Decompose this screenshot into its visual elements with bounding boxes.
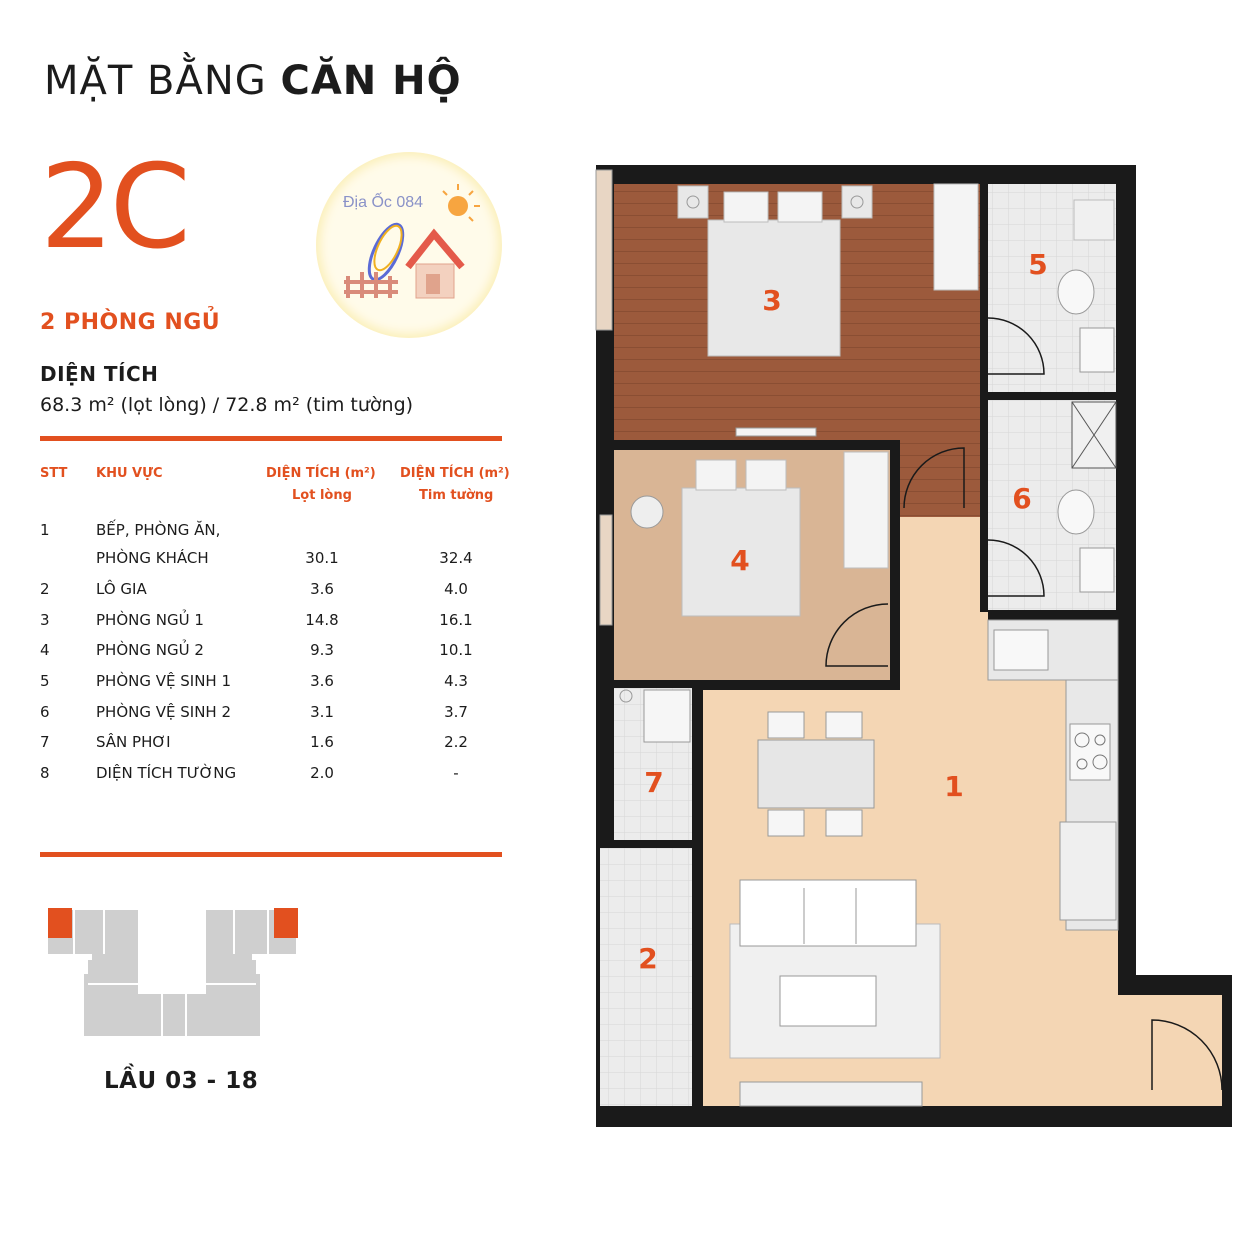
row-stt: 7 xyxy=(40,733,50,751)
row-wall: 16.1 xyxy=(439,611,473,629)
row-name: PHÒNG NGỦ 2 xyxy=(96,641,204,659)
room-label-5: 5 xyxy=(1028,248,1047,281)
dining-table xyxy=(757,739,875,809)
title-bold: CĂN HỘ xyxy=(280,58,462,104)
room-label-1: 1 xyxy=(944,770,963,803)
page-title: MẶT BẰNG CĂN HỘ xyxy=(44,58,462,104)
row-wall: - xyxy=(453,764,459,782)
unit-code: 2C xyxy=(40,140,191,275)
toilet-2 xyxy=(1057,489,1095,535)
bed-2 xyxy=(681,487,801,617)
window-bedroom-1 xyxy=(595,169,613,331)
row-name: DIỆN TÍCH TƯỜNG xyxy=(96,764,237,782)
watermark-logo xyxy=(316,152,502,338)
cooktop xyxy=(1069,723,1111,781)
bedroom-count: 2 PHÒNG NGỦ xyxy=(40,310,221,335)
row-name: PHÒNG NGỦ 1 xyxy=(96,611,204,629)
row-name-line1: BẾP, PHÒNG ĂN, xyxy=(96,521,221,539)
header-wall-area: DIỆN TÍCH (m²) xyxy=(400,466,510,481)
bed-1 xyxy=(707,219,841,357)
washing-machine xyxy=(643,689,691,743)
header-stt: STT xyxy=(40,466,68,481)
sink-2 xyxy=(1079,547,1115,593)
row-inner: 14.8 xyxy=(305,611,339,629)
room-label-2: 2 xyxy=(638,942,657,975)
area-label: DIỆN TÍCH xyxy=(40,362,159,386)
row-stt: 6 xyxy=(40,703,50,721)
row-name: SÂN PHƠI xyxy=(96,733,171,751)
row-stt: 8 xyxy=(40,764,50,782)
loggia-floor xyxy=(600,848,692,1106)
row-name: PHÒNG VỆ SINH 2 xyxy=(96,703,232,721)
coffee-table xyxy=(779,975,877,1027)
floor-plan: 1 2 3 4 5 6 7 xyxy=(595,165,1232,1127)
row-stt: 3 xyxy=(40,611,50,629)
row-inner: 30.1 xyxy=(305,549,339,567)
row-wall: 2.2 xyxy=(444,733,468,751)
row-wall: 4.3 xyxy=(444,672,468,690)
row-inner: 3.6 xyxy=(310,580,334,598)
row-inner: 9.3 xyxy=(310,641,334,659)
header-inner-area: DIỆN TÍCH (m²) xyxy=(266,466,376,481)
watermark-house-icon xyxy=(344,184,480,299)
row-stt: 1 xyxy=(40,521,50,539)
unit-position-marker-left xyxy=(48,908,72,938)
watermark-text: Địa Ốc 084 xyxy=(343,194,424,211)
kitchen-sink xyxy=(993,629,1049,671)
divider-bottom xyxy=(40,852,502,857)
row-inner: 1.6 xyxy=(310,733,334,751)
row-name: PHÒNG KHÁCH xyxy=(96,549,209,567)
area-value: 68.3 m² (lọt lòng) / 72.8 m² (tim tường) xyxy=(40,394,414,416)
divider-top xyxy=(40,436,502,441)
title-light: MẶT BẰNG xyxy=(44,58,267,104)
fridge xyxy=(1059,821,1117,921)
row-inner: 3.6 xyxy=(310,672,334,690)
floor-range-label: LẦU 03 - 18 xyxy=(104,1068,259,1094)
room-label-6: 6 xyxy=(1012,482,1031,515)
building-key-plan xyxy=(48,908,298,1036)
row-wall: 10.1 xyxy=(439,641,473,659)
row-inner: 3.1 xyxy=(310,703,334,721)
toilet-1 xyxy=(1057,269,1095,315)
row-stt: 5 xyxy=(40,672,50,690)
row-stt: 2 xyxy=(40,580,50,598)
row-name: PHÒNG VỆ SINH 1 xyxy=(96,672,232,690)
room-label-7: 7 xyxy=(644,766,663,799)
window-bedroom-2 xyxy=(599,514,613,626)
room-label-3: 3 xyxy=(762,284,781,317)
wardrobe-1 xyxy=(933,183,979,291)
hallway-floor xyxy=(900,440,980,517)
header-wall-sub: Tim tường xyxy=(419,488,494,503)
header-inner-sub: Lọt lòng xyxy=(292,488,352,503)
row-wall: 32.4 xyxy=(439,549,473,567)
sink-1 xyxy=(1079,327,1115,373)
room-label-4: 4 xyxy=(730,544,749,577)
row-inner: 2.0 xyxy=(310,764,334,782)
row-stt: 4 xyxy=(40,641,50,659)
tv-console xyxy=(739,1081,923,1107)
row-name: LÔ GIA xyxy=(96,580,147,598)
row-wall: 3.7 xyxy=(444,703,468,721)
wardrobe-2 xyxy=(843,451,889,569)
sofa xyxy=(739,879,917,947)
row-wall: 4.0 xyxy=(444,580,468,598)
header-area: KHU VỰC xyxy=(96,466,163,481)
unit-position-marker-right xyxy=(274,908,298,938)
